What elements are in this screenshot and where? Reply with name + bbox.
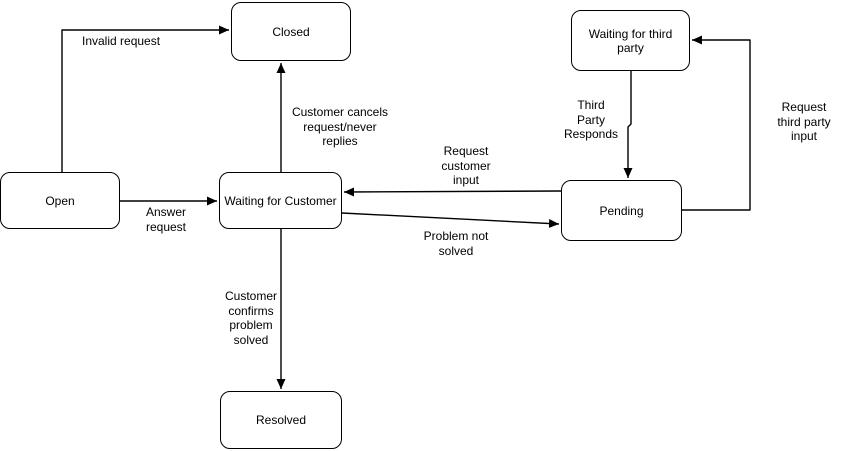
edge-label-request-third-party-input: Request third party input xyxy=(777,100,831,143)
node-resolved-label: Resolved xyxy=(255,413,307,427)
node-waiting-for-customer[interactable]: Waiting for Customer xyxy=(219,172,342,229)
edge-open-to-closed xyxy=(61,25,229,172)
edge-label-customer-confirms-problem-solved: Customer confirms problem solved xyxy=(224,289,277,347)
edge-pending-to-waiting-customer xyxy=(343,187,562,197)
edge-label-request-customer-input: Request customer input xyxy=(441,144,491,187)
node-closed-label: Closed xyxy=(272,24,310,39)
node-waiting-for-third-party-label: Waiting for third party xyxy=(588,26,673,55)
edge-pending-to-waiting-third-party xyxy=(682,35,751,211)
node-open-label: Open xyxy=(45,193,75,208)
edge-label-answer-request: Answer request xyxy=(145,205,187,234)
node-resolved[interactable]: Resolved xyxy=(220,391,342,449)
node-pending-label: Pending xyxy=(599,203,644,218)
edge-label-customer-cancels: Customer cancels request/never replies xyxy=(291,105,389,148)
node-waiting-for-third-party[interactable]: Waiting for third party xyxy=(571,10,690,71)
node-open[interactable]: Open xyxy=(0,172,120,229)
edge-label-problem-not-solved: Problem not solved xyxy=(423,229,489,258)
edge-waiting-customer-to-pending xyxy=(341,212,560,228)
node-waiting-for-customer-label: Waiting for Customer xyxy=(224,193,337,208)
edge-label-third-party-responds: Third Party Responds xyxy=(563,98,619,141)
node-pending[interactable]: Pending xyxy=(561,180,682,241)
node-closed[interactable]: Closed xyxy=(231,2,351,61)
edge-label-invalid-request: Invalid request xyxy=(82,34,161,48)
edge-waiting-third-party-to-pending xyxy=(623,71,633,178)
